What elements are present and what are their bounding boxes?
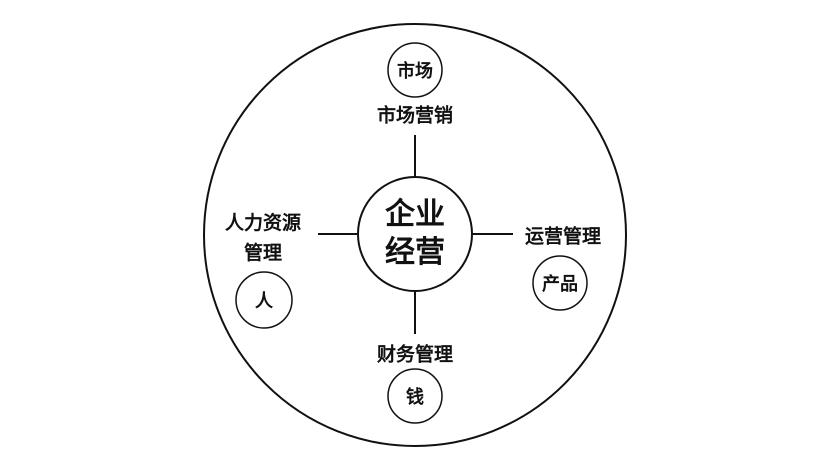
center-label: 企业 经营 xyxy=(385,196,445,272)
market-circle-label: 市场 xyxy=(397,61,433,82)
hr-label-line1: 人力资源 xyxy=(224,212,302,234)
outer-circle xyxy=(203,23,627,447)
people-circle xyxy=(235,271,293,329)
money-circle-label: 钱 xyxy=(406,387,424,408)
market-circle xyxy=(387,42,443,98)
center-line2: 经营 xyxy=(385,235,445,270)
center-line1: 企业 xyxy=(385,197,445,232)
hr-label-line2: 管理 xyxy=(243,242,283,264)
product-circle xyxy=(532,255,588,311)
marketing-label: 市场营销 xyxy=(376,104,454,127)
people-circle-label: 人 xyxy=(255,291,273,312)
money-circle xyxy=(387,368,443,424)
hr-label: 人力资源 管理 xyxy=(225,208,301,268)
finance-label: 财务管理 xyxy=(376,343,454,366)
operations-label: 运营管理 xyxy=(524,225,602,248)
product-circle-label: 产品 xyxy=(542,274,578,295)
